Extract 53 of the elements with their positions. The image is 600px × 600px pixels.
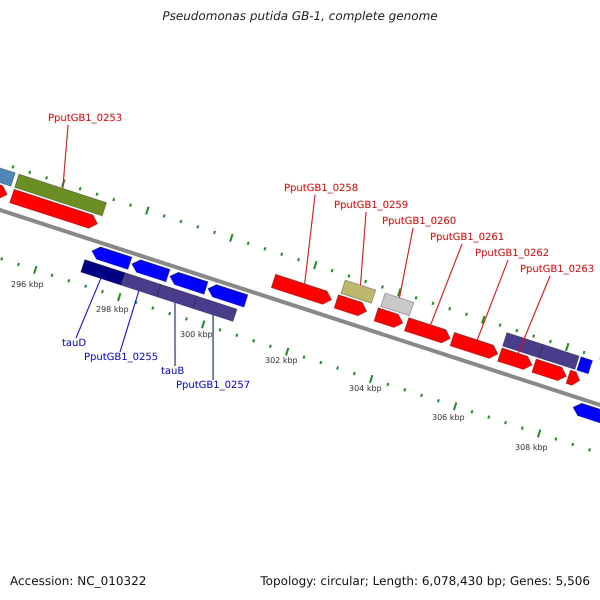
gene-feature — [9, 188, 98, 229]
gene-feature — [207, 284, 248, 308]
leader-line — [518, 276, 550, 354]
scale-label: 304 kbp — [349, 383, 382, 395]
gene-bar — [380, 292, 414, 316]
gene-label: PputGB1_0257 — [176, 380, 250, 392]
gene-label: PputGB1_0253 — [48, 113, 122, 125]
gene-label: PputGB1_0262 — [475, 248, 550, 260]
scale-label: 296 kbp — [11, 279, 44, 291]
gene-bar — [14, 174, 107, 216]
leader-line — [76, 278, 102, 338]
leader-line — [62, 124, 68, 189]
gene-label: PputGB1_0263 — [520, 264, 594, 276]
gene-label: tauD — [62, 338, 86, 350]
gene-bar — [538, 344, 580, 370]
gene-label: PputGB1_0259 — [334, 200, 408, 212]
gene-bar — [120, 272, 162, 298]
scale-label: 298 kbp — [96, 304, 129, 316]
scale-label: 308 kbp — [515, 442, 548, 454]
gene-feature — [91, 246, 132, 270]
gene-feature — [334, 294, 368, 316]
leader-line — [212, 314, 214, 380]
gene-bar — [192, 296, 238, 322]
gene-feature — [566, 370, 580, 386]
genome-info-text: Topology: circular; Length: 6,078,430 bp; Genes: 5,506 — [260, 575, 590, 587]
gene-bar — [156, 284, 198, 309]
gene-feature — [131, 259, 170, 282]
scale-label: 302 kbp — [265, 355, 298, 367]
leader-line — [398, 228, 414, 298]
gene-feature — [270, 274, 332, 305]
gene-label: tauB — [161, 366, 184, 378]
accession-text: Accession: NC_010322 — [10, 575, 146, 587]
leader-line — [304, 194, 316, 284]
gene-feature — [450, 332, 498, 359]
gene-feature — [497, 347, 533, 370]
gene-bar — [502, 332, 544, 358]
scale-label: 300 kbp — [180, 329, 213, 341]
gene-feature — [374, 307, 404, 328]
gene-bar — [80, 259, 126, 286]
scale-label: 306 kbp — [432, 412, 465, 424]
leader-line — [120, 290, 140, 352]
gene-bar — [576, 356, 593, 374]
gene-bar — [340, 280, 376, 304]
leader-line — [476, 260, 508, 340]
diagram-title: Pseudomonas putida GB-1, complete genome — [161, 10, 439, 22]
gene-label: PputGB1_0255 — [84, 352, 158, 364]
gene-feature — [169, 272, 208, 295]
gene-feature — [404, 317, 451, 344]
gene-label: PputGB1_0258 — [284, 183, 358, 195]
leader-line — [174, 302, 176, 366]
leader-line — [430, 244, 462, 326]
gene-label: PputGB1_0260 — [382, 216, 456, 228]
gene-label: PputGB1_0261 — [430, 232, 504, 244]
